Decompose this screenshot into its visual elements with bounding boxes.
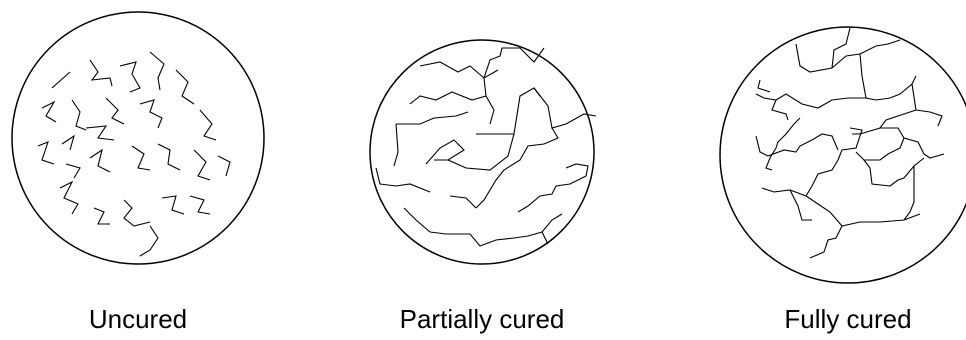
polymer-chain bbox=[396, 112, 468, 124]
polymer-chain bbox=[66, 164, 80, 178]
polymer-chain bbox=[162, 196, 184, 214]
polymer-chain bbox=[476, 128, 558, 208]
polymer-chain bbox=[38, 142, 54, 164]
polymer-chain bbox=[856, 138, 904, 160]
polymer-chain bbox=[376, 168, 430, 192]
polymer-chain bbox=[394, 124, 398, 166]
polymer-chain bbox=[72, 100, 86, 130]
polymer-chain bbox=[90, 150, 110, 172]
polymer-chain bbox=[86, 126, 114, 140]
polymer-chain bbox=[42, 102, 56, 122]
polymer-chain bbox=[404, 208, 562, 246]
polymer-chain bbox=[832, 28, 850, 68]
polymer-chain bbox=[520, 48, 544, 62]
polymer-chain bbox=[60, 182, 78, 214]
polymer-chain bbox=[762, 160, 838, 196]
polymer-chain bbox=[140, 226, 158, 256]
polymer-chain bbox=[518, 164, 588, 212]
polymer-chain bbox=[806, 166, 914, 226]
panel-partially-cured bbox=[370, 40, 596, 264]
fully-cured-circle bbox=[720, 27, 966, 283]
polymer-chain bbox=[426, 140, 464, 164]
polymer-chain bbox=[132, 146, 150, 170]
polymer-chain bbox=[486, 96, 494, 124]
partially-cured-circle bbox=[370, 40, 594, 264]
polymer-chain bbox=[200, 110, 216, 140]
polymer-chain bbox=[150, 52, 164, 90]
polymer-chain bbox=[124, 200, 150, 226]
polymer-chain bbox=[758, 80, 770, 92]
polymer-chain bbox=[484, 48, 520, 78]
uncured-polymer-chains bbox=[38, 52, 230, 256]
polymer-chain bbox=[176, 70, 194, 104]
uncured-circle bbox=[12, 12, 264, 264]
polymer-chain bbox=[534, 88, 596, 128]
polymer-chain bbox=[448, 134, 514, 170]
polymer-chain bbox=[796, 40, 900, 72]
polymer-chain bbox=[860, 54, 916, 100]
polymer-chain bbox=[756, 94, 866, 108]
polymer-chain bbox=[120, 62, 140, 92]
polymer-chain bbox=[410, 78, 486, 104]
polymer-chain bbox=[90, 60, 112, 86]
polymer-chain bbox=[810, 226, 842, 258]
polymer-chain bbox=[218, 156, 230, 176]
polymer-chain bbox=[450, 196, 476, 208]
polymer-chain bbox=[52, 72, 70, 88]
polymer-chain bbox=[756, 134, 838, 156]
label-fully-cured: Fully cured bbox=[784, 306, 911, 332]
polymer-chain bbox=[772, 100, 788, 120]
polymer-chain bbox=[194, 150, 210, 180]
polymer-chain bbox=[190, 196, 210, 214]
label-uncured: Uncured bbox=[89, 306, 187, 332]
polymer-chain bbox=[852, 84, 916, 134]
polymer-chain bbox=[158, 144, 180, 170]
polymer-chain bbox=[916, 110, 942, 126]
polymer-chain bbox=[62, 136, 74, 150]
polymer-chain bbox=[864, 158, 924, 186]
partially-cured-polymer-chains bbox=[376, 48, 596, 246]
panel-uncured bbox=[12, 12, 264, 264]
panel-fully-cured bbox=[720, 27, 966, 283]
polymer-chain bbox=[838, 128, 862, 160]
fully-cured-polymer-chains bbox=[756, 28, 944, 258]
label-partially-cured: Partially cured bbox=[400, 306, 565, 332]
polymer-chain bbox=[94, 208, 110, 224]
polymer-chain bbox=[140, 100, 162, 128]
polymer-chain bbox=[542, 232, 548, 244]
polymer-chain bbox=[766, 118, 800, 170]
polymer-chain bbox=[106, 98, 124, 124]
